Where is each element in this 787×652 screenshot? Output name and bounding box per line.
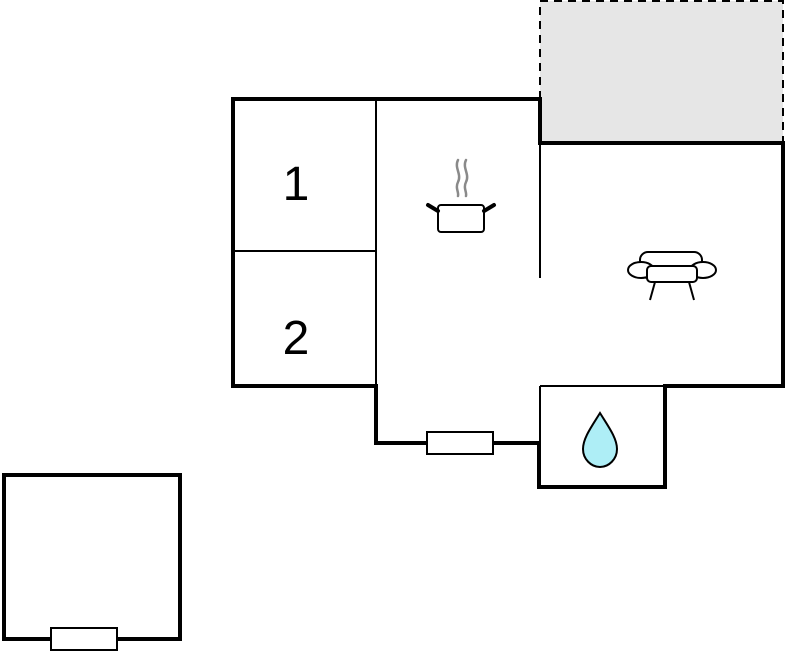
terrace — [539, 0, 784, 142]
outbuilding-outline — [2, 473, 182, 641]
window-outbuilding — [50, 627, 118, 651]
window-house-bottom — [426, 431, 494, 455]
sofa-icon — [627, 251, 717, 301]
room-label-1: 1 — [283, 158, 310, 211]
house-outline — [231, 97, 785, 489]
water-drop-icon — [581, 411, 619, 469]
cooking-pot-icon — [426, 158, 496, 233]
room-label-2: 2 — [283, 312, 310, 365]
